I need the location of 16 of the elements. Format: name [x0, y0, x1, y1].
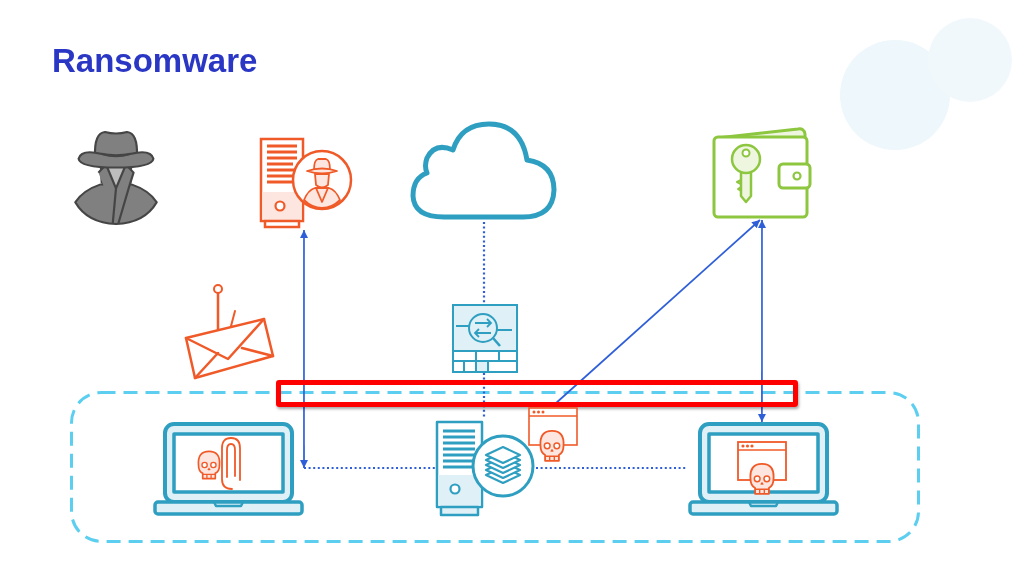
wallet-with-key-icon [711, 126, 813, 220]
window-with-skull-icon [527, 404, 580, 464]
laptop-with-skull-icon [152, 422, 304, 517]
dotted-connector-line [536, 466, 687, 470]
cloud-icon [410, 120, 558, 222]
laptop-with-skull-window-icon [687, 422, 839, 517]
server-with-spy-icon [258, 136, 354, 230]
dotted-connector-line [304, 466, 435, 470]
network-boundary [70, 391, 920, 543]
server-with-layers-icon [435, 419, 536, 518]
arrow [757, 219, 766, 423]
dotted-connector-line [482, 222, 486, 304]
arrow [300, 229, 308, 469]
title: Ransomware [52, 44, 258, 77]
firewall-icon [452, 304, 518, 373]
dotted-connector-line [482, 373, 486, 419]
